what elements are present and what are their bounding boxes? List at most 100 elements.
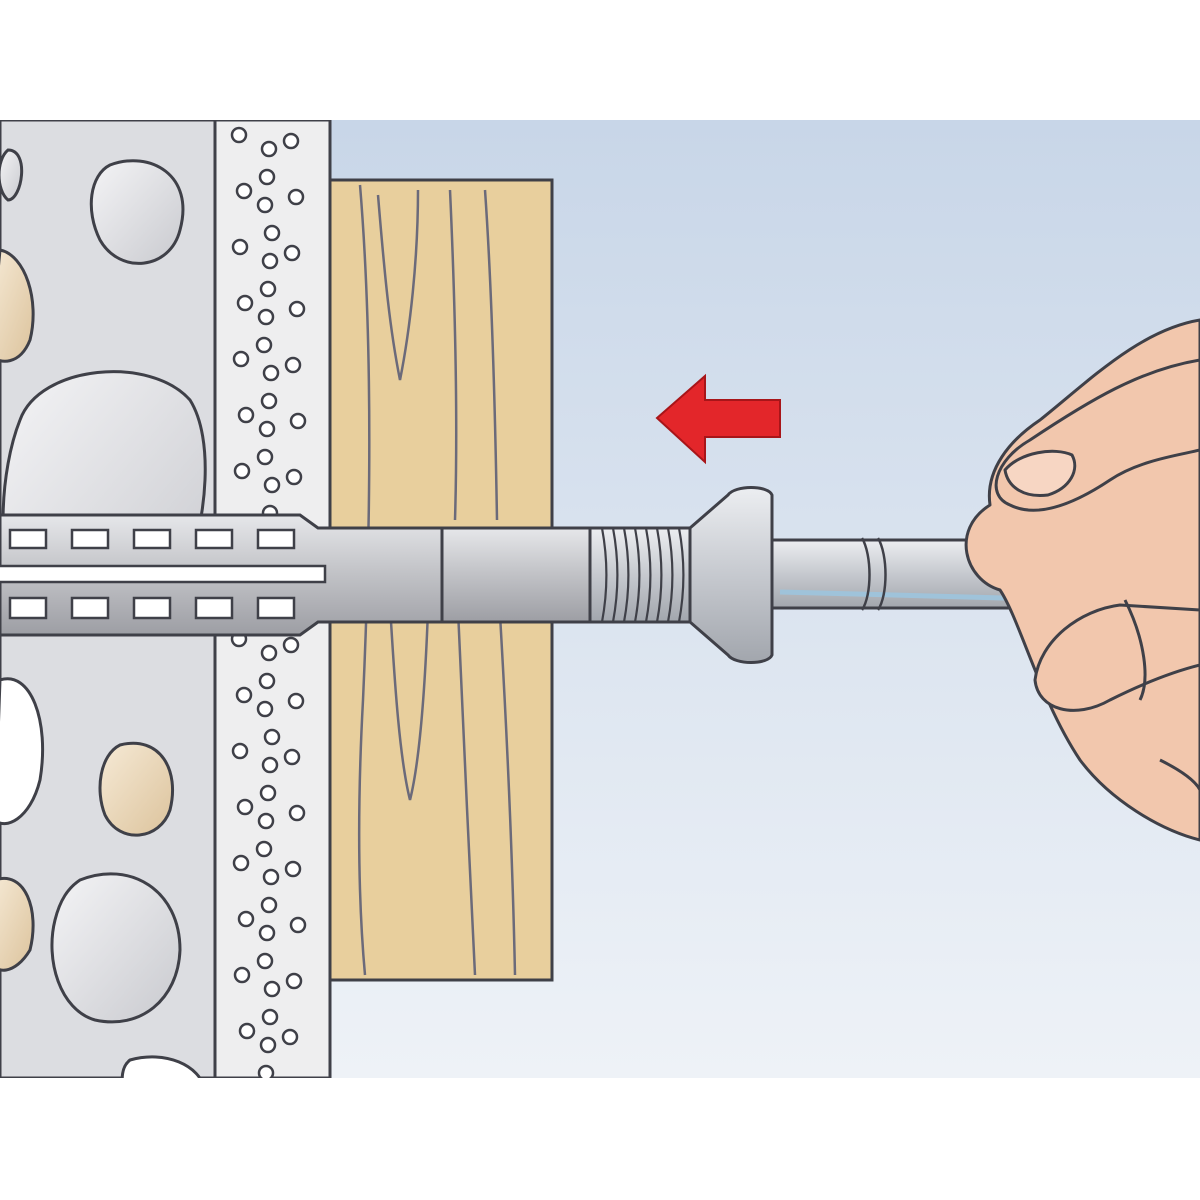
stone [0, 876, 35, 972]
plaster-dot [285, 972, 303, 990]
plaster-dot [263, 980, 281, 998]
anchor-collar [440, 526, 592, 624]
grain-line [376, 189, 420, 381]
grain-line [456, 609, 477, 976]
plaster-dot [235, 686, 253, 704]
plaster-dot [263, 476, 281, 494]
plaster-dot [235, 182, 253, 200]
plaster-dot [231, 742, 249, 760]
anchor-slot [0, 564, 327, 584]
stone [50, 872, 182, 1024]
screw-thread [600, 527, 685, 623]
plaster-dot [236, 294, 254, 312]
plaster-dot [237, 910, 255, 928]
anchor-tooth [256, 596, 296, 620]
plaster-dot [282, 636, 300, 654]
plaster-dot [237, 406, 255, 424]
plaster-dot [260, 140, 278, 158]
plaster-dot [285, 468, 303, 486]
plaster-dot [255, 840, 273, 858]
plaster-dot [238, 1022, 256, 1040]
stone [0, 148, 24, 202]
grain-line [483, 189, 499, 521]
plaster-dot [260, 392, 278, 410]
plaster-dot [257, 812, 275, 830]
plaster-dot [257, 308, 275, 326]
plaster-dot [260, 896, 278, 914]
plaster-dot [256, 700, 274, 718]
anchor-tooth [132, 596, 172, 620]
plaster-dot [289, 916, 307, 934]
plaster-dot [259, 784, 277, 802]
plaster-dot [231, 238, 249, 256]
stone [0, 248, 35, 363]
plaster-dot [259, 1036, 277, 1054]
plaster-dot [259, 280, 277, 298]
plaster-dot [233, 462, 251, 480]
plaster-dot [282, 132, 300, 150]
stone [0, 677, 45, 826]
plaster-dot [283, 244, 301, 262]
anchor-tooth [8, 596, 48, 620]
plaster-dot [257, 1064, 275, 1078]
plaster-dot [256, 952, 274, 970]
thread-ridge [666, 527, 674, 623]
direction-arrow [655, 373, 781, 465]
plaster-dot [262, 364, 280, 382]
thumb-nail [1003, 449, 1077, 498]
plaster-dot [255, 336, 273, 354]
plaster-dot [232, 350, 250, 368]
plaster-dot [287, 188, 305, 206]
thread-ridge [677, 527, 685, 623]
plaster-dot [236, 798, 254, 816]
plastic-anchor [0, 513, 592, 637]
grain-line [357, 184, 371, 976]
hand-finger [1033, 603, 1200, 712]
plaster-dot [258, 420, 276, 438]
plaster-dot [284, 860, 302, 878]
anchor-tooth [194, 596, 234, 620]
thread-ridge [611, 527, 619, 623]
plaster-dot [283, 748, 301, 766]
plaster-dot [256, 448, 274, 466]
anchor-tooth [132, 528, 172, 550]
plaster-dot [284, 356, 302, 374]
anchor-tooth [70, 596, 110, 620]
wood-grain [357, 184, 517, 976]
plaster-dot [230, 126, 248, 144]
anchor-tooth [8, 528, 48, 550]
plaster-dot [261, 756, 279, 774]
plaster-dot [258, 924, 276, 942]
plaster-dot [232, 854, 250, 872]
stone [98, 741, 175, 837]
plaster-dot [281, 1028, 299, 1046]
stone [89, 159, 185, 265]
plaster-dot [288, 804, 306, 822]
thread-ridge [655, 527, 663, 623]
plaster-dot [287, 692, 305, 710]
anchor-tooth [70, 528, 110, 550]
thread-ridge [600, 527, 608, 623]
plaster-dot [261, 1008, 279, 1026]
plaster-dot [233, 966, 251, 984]
grain-line [388, 604, 430, 801]
plaster-dot [261, 252, 279, 270]
plaster-dot [288, 300, 306, 318]
plaster-dot [262, 868, 280, 886]
shaft-ring [860, 537, 887, 611]
plaster-dot [260, 644, 278, 662]
thread-ridge [644, 527, 652, 623]
screw-head [688, 486, 774, 664]
hand [964, 318, 1200, 842]
anchor-tooth [194, 528, 234, 550]
plaster-dot [263, 224, 281, 242]
plaster-dot [258, 672, 276, 690]
grain-line [448, 189, 458, 521]
plaster-dot [256, 196, 274, 214]
plaster-dot [263, 728, 281, 746]
anchor-tooth [256, 528, 296, 550]
plaster-dot [289, 412, 307, 430]
stone [120, 1055, 202, 1078]
hand-crease [1123, 599, 1200, 791]
